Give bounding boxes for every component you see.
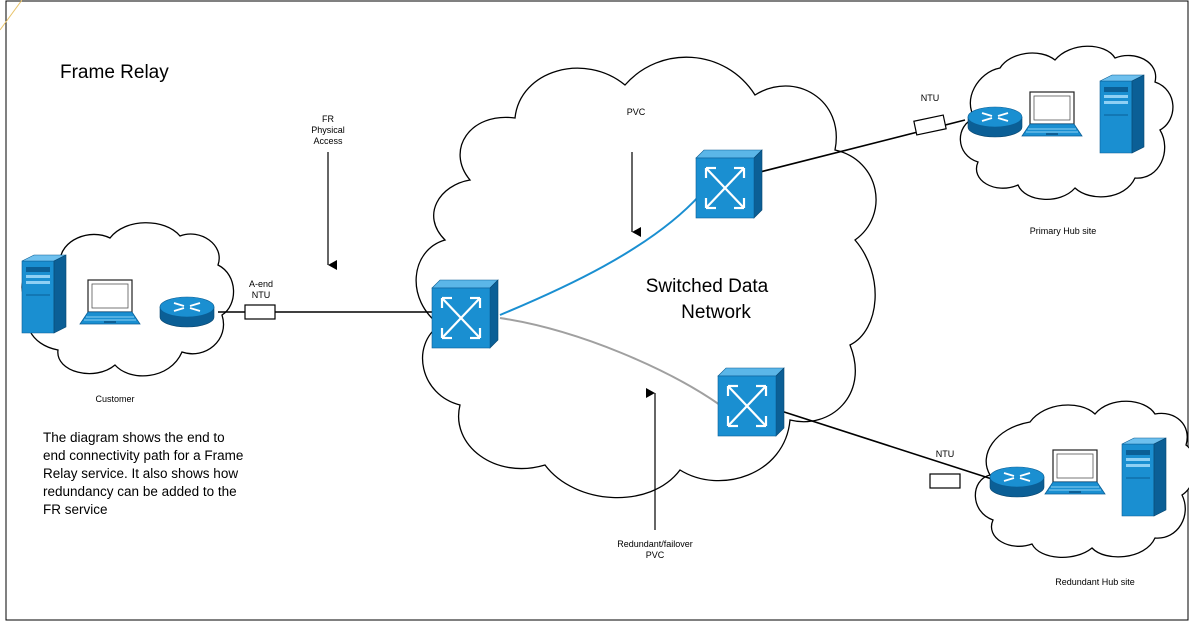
corner-mark xyxy=(0,0,23,31)
description-line-5: FR service xyxy=(43,502,108,517)
redundant-router-icon xyxy=(989,466,1045,498)
pvc-label: PVC xyxy=(627,107,646,117)
redundant-pvc-path xyxy=(499,317,721,406)
a-end-ntu-label-2: NTU xyxy=(252,290,271,300)
network-label-line2: Network xyxy=(681,302,751,323)
redundant-hub-label: Redundant Hub site xyxy=(1055,577,1135,587)
customer-label: Customer xyxy=(95,394,134,404)
a-end-ntu-icon xyxy=(244,304,276,320)
redundant-ntu-label: NTU xyxy=(936,449,955,459)
description-line-3: Relay service. It also shows how xyxy=(43,466,238,481)
primary-server-icon xyxy=(1099,74,1145,154)
redundant-pvc-label-2: PVC xyxy=(646,550,665,560)
access-switch-icon xyxy=(430,278,500,350)
redundant-ntu-icon xyxy=(929,473,961,489)
description-line-2: end connectivity path for a Frame xyxy=(43,448,243,463)
fr-access-label-3: Access xyxy=(313,136,343,146)
fr-access-label-2: Physical xyxy=(311,125,345,135)
redundant-hub-link xyxy=(777,409,996,481)
redundant-laptop-icon xyxy=(1044,449,1106,495)
customer-server-icon xyxy=(21,254,67,334)
primary-laptop-icon xyxy=(1021,91,1083,137)
fr-access-label-1: FR xyxy=(322,114,334,124)
a-end-ntu-label-1: A-end xyxy=(249,279,273,289)
primary-ntu-label: NTU xyxy=(921,93,940,103)
primary-ntu-icon xyxy=(913,114,947,136)
diagram-title: Frame Relay xyxy=(60,62,169,83)
primary-hub-label: Primary Hub site xyxy=(1030,226,1097,236)
description-line-4: redundancy can be added to the xyxy=(43,484,237,499)
customer-router-icon xyxy=(159,296,215,328)
primary-router-icon xyxy=(967,106,1023,138)
redundant-pvc-label-1: Redundant/failover xyxy=(617,539,693,549)
customer-laptop-icon xyxy=(79,279,141,325)
primary-switch-icon xyxy=(694,148,764,220)
redundant-server-icon xyxy=(1121,437,1167,517)
network-label-line1: Switched Data xyxy=(646,276,769,297)
primary-pvc-path xyxy=(499,194,701,316)
redundant-switch-icon xyxy=(716,366,786,438)
page-border xyxy=(5,0,1189,621)
description-line-1: The diagram shows the end to xyxy=(43,430,225,445)
